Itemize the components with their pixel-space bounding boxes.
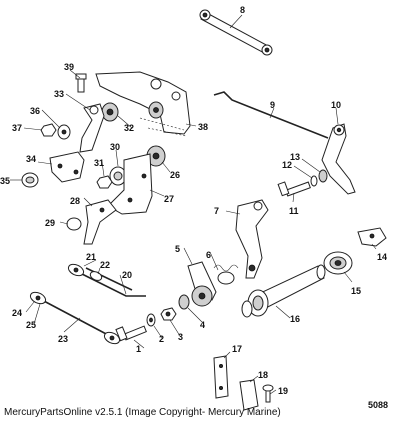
callout-29: 29 xyxy=(45,218,55,228)
callout-16: 16 xyxy=(290,314,300,324)
callout-27: 27 xyxy=(164,194,174,204)
callout-9: 9 xyxy=(270,100,275,110)
callout-numbers: 1 2 3 4 5 6 7 8 9 10 11 12 13 14 15 16 1… xyxy=(0,5,387,396)
part-32-rollers xyxy=(101,101,164,122)
callout-23: 23 xyxy=(58,334,68,344)
part-2-washer xyxy=(146,313,156,327)
callout-19: 19 xyxy=(278,386,288,396)
part-14-clip xyxy=(357,227,387,247)
callout-2: 2 xyxy=(159,334,164,344)
part-12-washer xyxy=(310,175,318,187)
part-7-throttle-cam xyxy=(235,199,269,279)
part-6-spring xyxy=(213,264,239,285)
part-26-roller xyxy=(146,145,166,167)
part-22-ball-joint xyxy=(89,271,103,281)
callout-31: 31 xyxy=(94,158,104,168)
part-11-bolt xyxy=(277,181,311,197)
part-25-rod-end xyxy=(103,331,121,345)
callout-12: 12 xyxy=(282,160,292,170)
part-33-arm xyxy=(79,103,105,153)
callout-17: 17 xyxy=(232,344,242,354)
part-23-link-rod xyxy=(41,299,111,337)
callout-34: 34 xyxy=(26,154,36,164)
callout-7: 7 xyxy=(214,206,219,216)
part-27-plate xyxy=(107,153,153,215)
footer-copyright: MercuryPartsOnline v2.5.1 (Image Copyrig… xyxy=(4,407,281,418)
callout-15: 15 xyxy=(351,286,361,296)
part-9-shift-rod xyxy=(213,91,329,139)
part-8-link-bar xyxy=(199,9,273,56)
part-38-bracket xyxy=(95,71,191,137)
part-13-bushing xyxy=(318,169,328,183)
part-20-link-rod xyxy=(77,267,146,297)
part-15-cam xyxy=(323,251,353,275)
callout-1: 1 xyxy=(136,344,141,354)
callout-18: 18 xyxy=(258,370,268,380)
part-31-nut xyxy=(96,175,113,189)
part-24-rod-end xyxy=(29,291,47,305)
part-10-bellcrank xyxy=(321,123,356,195)
part-28-lever xyxy=(83,199,117,245)
callout-30: 30 xyxy=(110,142,120,152)
callout-13: 13 xyxy=(290,152,300,162)
callout-6: 6 xyxy=(206,250,211,260)
part-39-bolt xyxy=(75,73,87,93)
callout-24: 24 xyxy=(12,308,22,318)
part-21-ball-joint xyxy=(67,263,85,277)
figure-number: 5088 xyxy=(368,400,389,410)
callout-21: 21 xyxy=(86,252,96,262)
callout-37: 37 xyxy=(12,123,22,133)
callout-10: 10 xyxy=(331,100,341,110)
part-36-washer xyxy=(57,124,71,140)
callout-11: 11 xyxy=(289,206,299,216)
callout-36: 36 xyxy=(30,106,40,116)
callout-22: 22 xyxy=(100,260,110,270)
callout-8: 8 xyxy=(240,5,245,15)
callout-20: 20 xyxy=(122,270,132,280)
callout-14: 14 xyxy=(377,252,387,262)
part-4-bushing xyxy=(178,294,190,310)
part-19-screw xyxy=(262,384,274,403)
part-34-bracket xyxy=(49,151,85,183)
callout-39: 39 xyxy=(64,62,74,72)
part-29-cap xyxy=(66,217,82,231)
callout-35: 35 xyxy=(0,176,10,186)
leader-lines xyxy=(10,14,377,395)
part-35-knob xyxy=(21,172,39,188)
callout-5: 5 xyxy=(175,244,180,254)
callout-32: 32 xyxy=(124,123,134,133)
callout-3: 3 xyxy=(178,332,183,342)
callout-38: 38 xyxy=(198,122,208,132)
callout-33: 33 xyxy=(54,89,64,99)
part-16-shaft xyxy=(241,264,326,318)
callout-28: 28 xyxy=(70,196,80,206)
callout-4: 4 xyxy=(200,320,205,330)
part-18-bracket xyxy=(239,379,259,411)
part-17-plate xyxy=(213,355,229,399)
part-1-bolt xyxy=(115,325,147,342)
callout-25: 25 xyxy=(26,320,36,330)
part-5-throttle-arm xyxy=(187,261,217,307)
callout-26: 26 xyxy=(170,170,180,180)
part-37-nut xyxy=(40,123,57,137)
part-3-nut xyxy=(160,307,177,321)
part-30-roller xyxy=(109,166,127,186)
